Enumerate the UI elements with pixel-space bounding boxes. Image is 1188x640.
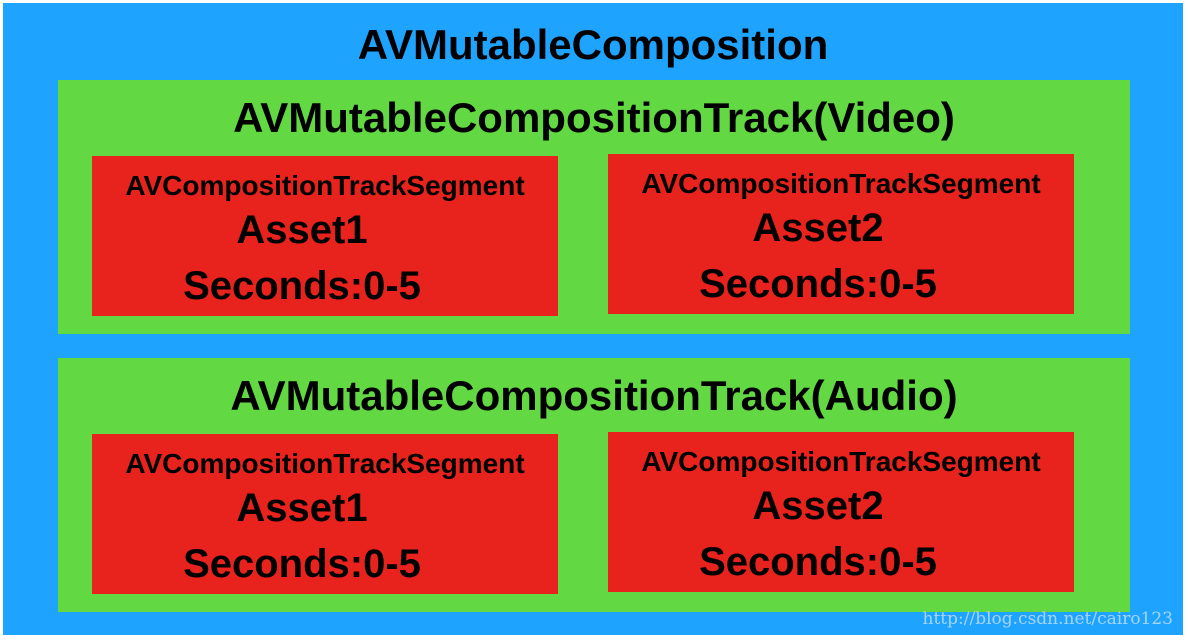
video-segment-1: AVCompositionTrackSegment Asset1 Seconds… xyxy=(92,156,558,316)
audio-track-box: AVMutableCompositionTrack(Audio) AVCompo… xyxy=(58,358,1130,612)
composition-box: AVMutableComposition AVMutableCompositio… xyxy=(3,3,1183,635)
segment-label: AVCompositionTrackSegment xyxy=(125,448,525,479)
composition-title: AVMutableComposition xyxy=(357,21,829,68)
video-track-title: AVMutableCompositionTrack(Video) xyxy=(233,94,955,141)
segment-asset: Asset2 xyxy=(752,206,884,250)
segment-label: AVCompositionTrackSegment xyxy=(125,170,525,201)
segment-seconds: Seconds:0-5 xyxy=(183,264,421,308)
watermark-url: http://blog.csdn.net/cairo123 xyxy=(922,609,1173,629)
segment-seconds: Seconds:0-5 xyxy=(699,540,937,584)
audio-segment-2: AVCompositionTrackSegment Asset2 Seconds… xyxy=(608,432,1074,592)
audio-segment-1: AVCompositionTrackSegment Asset1 Seconds… xyxy=(92,434,558,594)
segment-asset: Asset2 xyxy=(752,484,884,528)
audio-track-title: AVMutableCompositionTrack(Audio) xyxy=(230,372,958,419)
segment-seconds: Seconds:0-5 xyxy=(183,542,421,586)
segment-seconds: Seconds:0-5 xyxy=(699,262,937,306)
segment-asset: Asset1 xyxy=(236,208,368,252)
video-segment-2: AVCompositionTrackSegment Asset2 Seconds… xyxy=(608,154,1074,314)
video-track-box: AVMutableCompositionTrack(Video) AVCompo… xyxy=(58,80,1130,334)
segment-label: AVCompositionTrackSegment xyxy=(641,168,1041,199)
segment-label: AVCompositionTrackSegment xyxy=(641,446,1041,477)
segment-asset: Asset1 xyxy=(236,486,368,530)
